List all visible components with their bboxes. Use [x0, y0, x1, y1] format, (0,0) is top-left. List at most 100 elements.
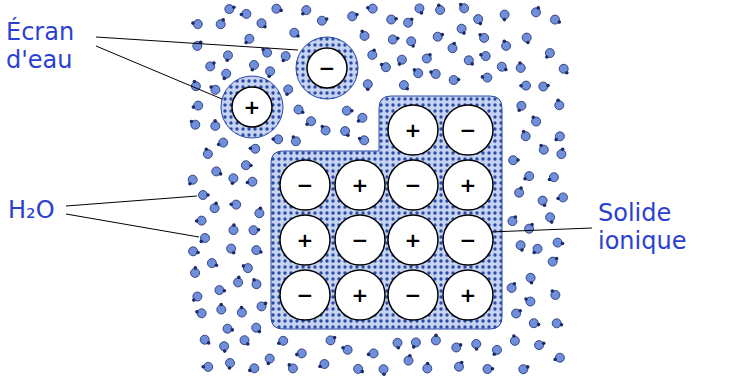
water-molecule: [217, 138, 228, 147]
ion-charge: +: [279, 214, 331, 266]
water-molecule: [252, 323, 262, 333]
water-molecule: [429, 70, 440, 79]
ion-circle: +: [387, 214, 439, 266]
water-molecule: [244, 34, 254, 44]
water-molecule: [481, 73, 492, 82]
water-molecule: [215, 286, 226, 295]
water-molecule: [193, 40, 203, 50]
ion-circle-outline: [307, 48, 347, 88]
water-molecule: [556, 193, 567, 202]
water-molecule: [363, 80, 372, 91]
water-molecule: [538, 196, 547, 207]
water-molecule: [271, 135, 282, 144]
water-molecule: [557, 147, 566, 158]
water-molecule: [523, 172, 534, 181]
ion-circle: −: [387, 269, 439, 321]
water-molecule: [207, 259, 218, 268]
water-molecule: [249, 226, 260, 235]
ion-charge: +: [231, 86, 273, 128]
water-molecule: [190, 120, 200, 130]
water-molecule: [277, 336, 288, 345]
water-molecule: [250, 61, 259, 72]
water-molecule: [188, 175, 197, 185]
ion-circle: −: [306, 47, 348, 89]
water-molecule: [240, 336, 250, 346]
water-molecule: [229, 200, 240, 209]
water-molecule: [554, 132, 564, 142]
water-molecule: [512, 309, 522, 318]
water-molecule: [532, 116, 541, 127]
leader-line: [490, 228, 592, 232]
ion-circle-outline: [388, 160, 438, 210]
water-molecule: [539, 144, 548, 155]
water-molecule: [526, 273, 535, 284]
water-molecule: [358, 136, 369, 145]
water-molecule: [507, 282, 516, 292]
callout-label: H₂O: [8, 196, 55, 224]
water-molecule: [545, 49, 554, 59]
leader-line: [66, 196, 197, 206]
ion-charge: −: [442, 104, 494, 156]
water-molecule: [192, 292, 202, 302]
water-molecule: [502, 40, 511, 51]
water-shell: [296, 37, 358, 99]
ion-charge: +: [442, 159, 494, 211]
leader-line: [66, 214, 199, 237]
water-molecule: [317, 16, 328, 25]
water-molecule: [423, 362, 432, 373]
water-molecule: [551, 15, 562, 24]
water-molecule: [288, 363, 298, 373]
water-molecule: [457, 24, 466, 35]
water-molecule: [220, 342, 229, 353]
water-molecule: [226, 359, 235, 370]
water-molecule: [301, 6, 311, 16]
water-molecule: [497, 62, 507, 71]
ion-circle: −: [279, 269, 331, 321]
water-molecule: [321, 125, 331, 135]
ion-circle-outline: [335, 270, 385, 320]
water-molecule: [510, 334, 519, 345]
ion-charge: +: [387, 104, 439, 156]
water-molecule: [229, 223, 238, 234]
water-molecule: [366, 4, 377, 13]
water-molecule: [422, 53, 432, 63]
water-molecule: [539, 82, 550, 91]
water-molecule: [240, 9, 251, 18]
water-molecule: [224, 51, 233, 62]
ion-circle-outline: [232, 87, 272, 127]
ion-circle: −: [279, 159, 331, 211]
ion-circle: −: [442, 214, 494, 266]
ion-circle-outline: [388, 215, 438, 265]
ion-charge: −: [279, 269, 331, 321]
water-molecule: [525, 223, 534, 233]
water-molecule: [199, 191, 210, 200]
water-molecule: [367, 349, 378, 358]
water-molecule: [407, 37, 416, 48]
water-molecule: [342, 106, 353, 115]
water-molecule: [222, 69, 231, 80]
ion-charge: −: [306, 47, 348, 89]
ion-circle: +: [231, 86, 273, 128]
water-molecule: [555, 99, 564, 110]
water-molecule: [552, 319, 563, 328]
ion-circle: +: [442, 159, 494, 211]
water-molecule: [246, 177, 257, 186]
water-molecule: [227, 244, 236, 255]
water-molecule: [500, 10, 509, 21]
water-molecule: [248, 364, 259, 373]
water-molecule: [493, 345, 502, 356]
ion-circle-outline: [280, 215, 330, 265]
water-molecule: [464, 56, 474, 66]
ion-charge: +: [442, 269, 494, 321]
water-molecule: [431, 334, 440, 345]
water-molecule: [433, 32, 444, 41]
ion-circle-outline: [280, 160, 330, 210]
water-molecule: [459, 3, 469, 13]
water-molecule: [341, 345, 352, 354]
ion-circle-outline: [443, 105, 493, 155]
ion-circle: −: [387, 159, 439, 211]
ion-circle-outline: [388, 105, 438, 155]
ion-circle: +: [334, 269, 386, 321]
water-molecule: [479, 52, 490, 61]
ion-circle-outline: [335, 215, 385, 265]
